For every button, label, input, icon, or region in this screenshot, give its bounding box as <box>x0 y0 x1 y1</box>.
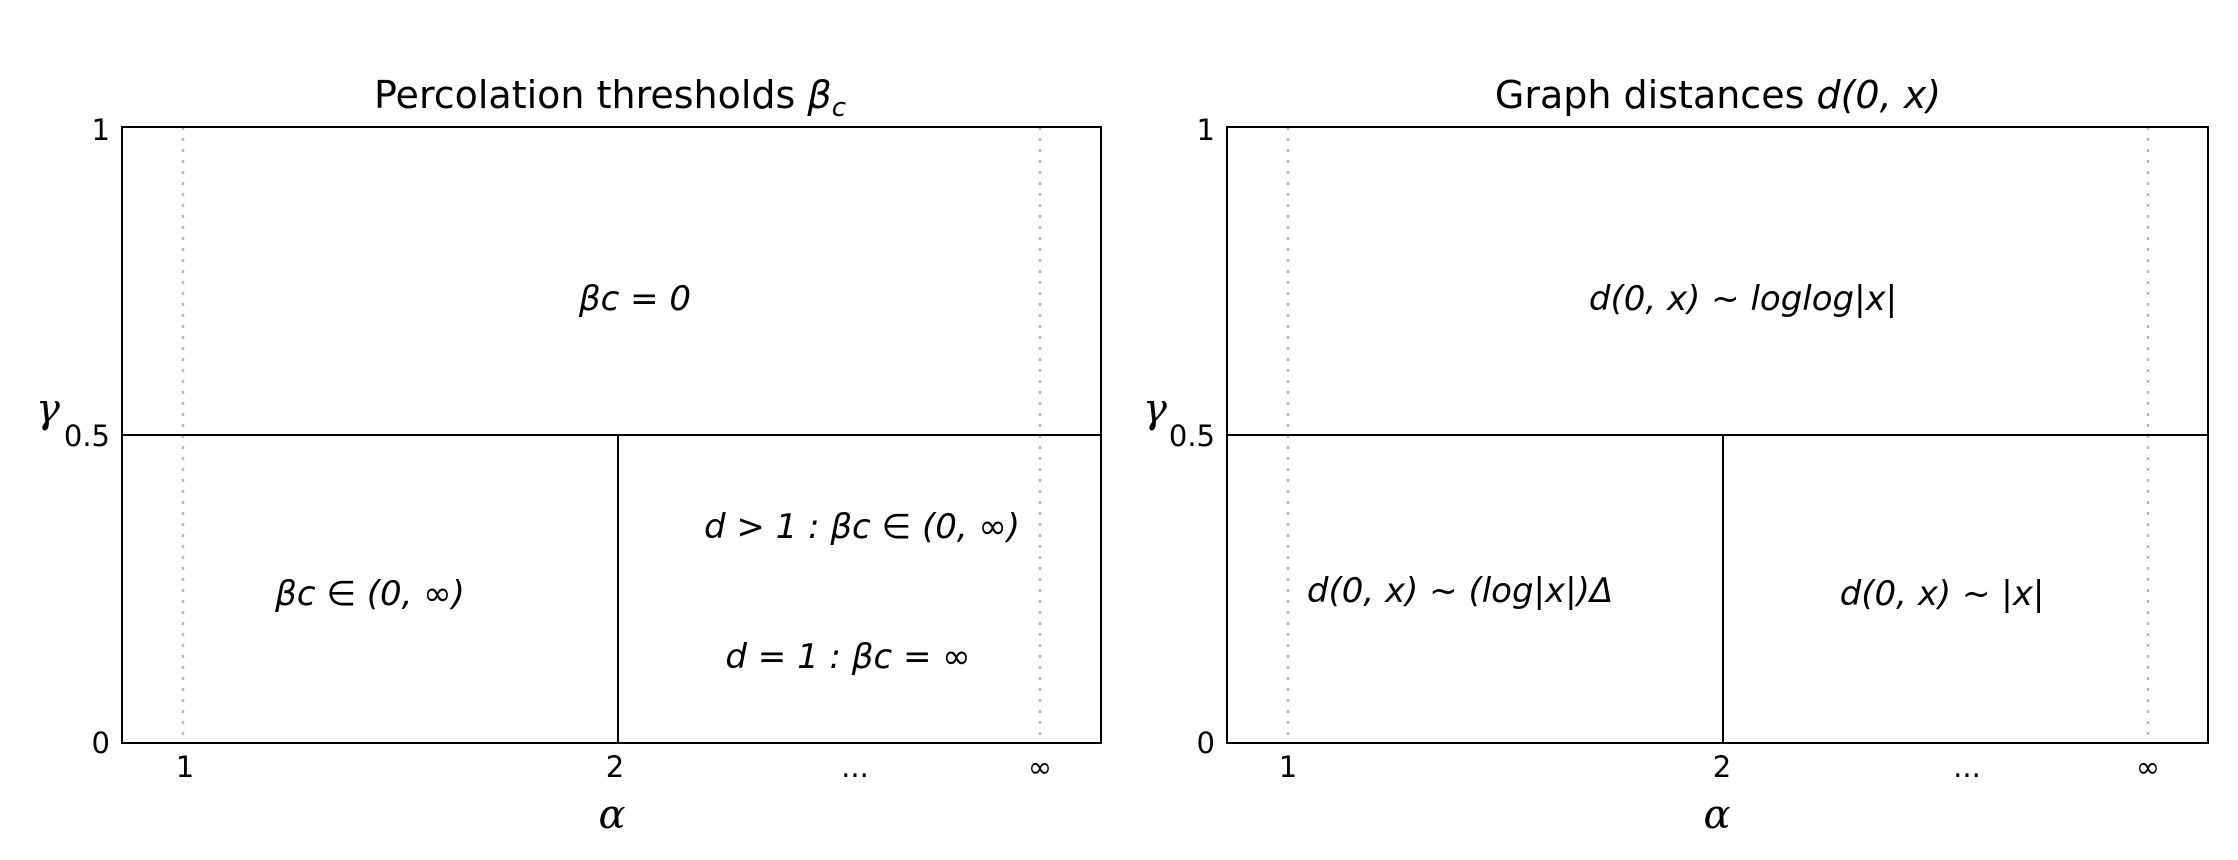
region-label-bottom-left: βc ∈ (0, ∞) <box>274 574 465 614</box>
y-tick-1: 1 <box>92 113 110 147</box>
panel-graph-distances: Graph distances d(0, x) 1 0.5 0 1 2 ... … <box>1143 73 2209 838</box>
panel-percolation: Percolation thresholds βc 1 0.5 0 1 2 ..… <box>36 73 1102 838</box>
x-tick-infinity: ∞ <box>2136 750 2160 784</box>
region-label-top: βc = 0 <box>578 279 691 319</box>
x-tick-2: 2 <box>606 750 624 784</box>
x-tick-dots: ... <box>1953 750 1981 784</box>
x-tick-dots: ... <box>841 750 869 784</box>
y-axis-label: γ <box>36 386 60 432</box>
x-axis-label: α <box>598 792 625 838</box>
region-label-bottom-right-d-eq-1: d = 1 : βc = ∞ <box>725 637 970 677</box>
x-tick-1: 1 <box>176 750 194 784</box>
y-tick-0-5: 0.5 <box>1169 419 1215 453</box>
x-tick-1: 1 <box>1279 750 1297 784</box>
x-tick-infinity: ∞ <box>1028 750 1052 784</box>
y-tick-0: 0 <box>92 726 110 760</box>
y-tick-0-5: 0.5 <box>64 419 110 453</box>
region-label-top: d(0, x) ~ loglog|x| <box>1589 279 1897 319</box>
region-label-bottom-right-d-gt-1: d > 1 : βc ∈ (0, ∞) <box>704 507 1020 547</box>
y-tick-0: 0 <box>1197 726 1215 760</box>
panel-title: Graph distances d(0, x) <box>1495 73 1941 117</box>
y-axis-label: γ <box>1143 386 1167 432</box>
y-tick-1: 1 <box>1197 113 1215 147</box>
panel-title: Percolation thresholds βc <box>374 73 846 123</box>
x-tick-2: 2 <box>1713 750 1731 784</box>
region-label-bottom-left: d(0, x) ~ (log|x|)Δ <box>1307 571 1613 611</box>
x-axis-label: α <box>1703 792 1730 838</box>
region-label-bottom-right: d(0, x) ~ |x| <box>1840 574 2045 614</box>
